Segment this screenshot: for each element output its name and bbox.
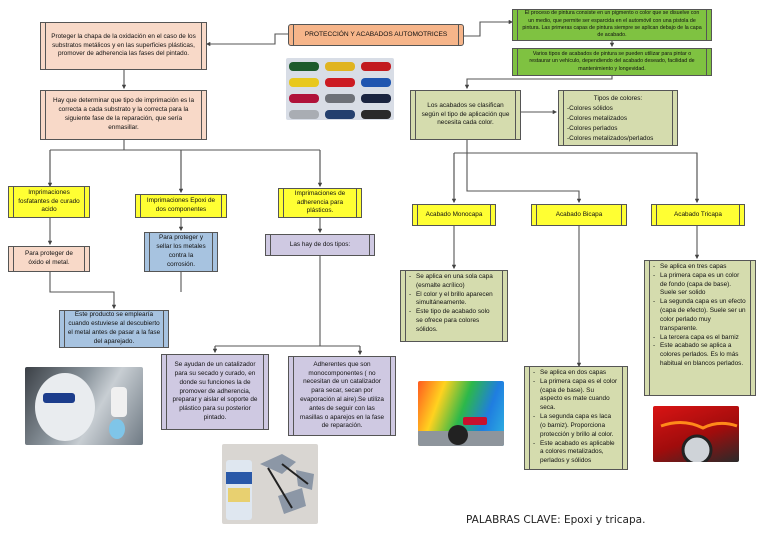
detail-point: Se aplica en dos capas <box>533 369 618 378</box>
detail-point: Este tipo de acabado solo se ofrece para… <box>409 308 498 334</box>
finish-bicoat-box: Acabado Bicapa <box>531 204 627 226</box>
detail-point: Se aplica en tres capas <box>653 263 746 272</box>
paint-process-box: El proceso de pintura consiste en un pig… <box>512 9 712 41</box>
primer-phosphating-note: Este producto se emplearía cuando estuvi… <box>59 310 169 348</box>
primer-epoxy-detail: Para proteger y sellar los metales contr… <box>144 232 218 272</box>
color-type-item: -Colores perlados <box>567 124 618 132</box>
primer-plastic-types-label: Las hay de dos tipos: <box>265 234 375 256</box>
multicolor-car-photo <box>418 381 504 446</box>
red-flame-car-photo <box>653 406 739 462</box>
primer-plastic-box: Imprimaciones de adherencia para plástic… <box>278 188 362 218</box>
keywords-label: PALABRAS CLAVE: Epoxi y tricapa. <box>466 514 646 526</box>
color-type-item: -Colores sólidos <box>567 104 613 112</box>
color-types-title: Tipos de colores: <box>593 95 643 102</box>
primer-choice-box: Hay que determinar que tipo de imprimaci… <box>40 90 207 140</box>
primer-phosphating-box: Imprimaciones fosfatantes de curado acid… <box>8 186 90 218</box>
detail-point: La segunda capa es laca (o barniz). Prop… <box>533 413 618 439</box>
color-type-item: -Colores metalizados/perlados <box>567 134 654 142</box>
detail-point: La segunda capa es un efecto (capa de ef… <box>653 298 746 333</box>
color-types-box: Tipos de colores: -Colores sólidos -Colo… <box>558 90 678 146</box>
plastic-type-catalyzed: Se ayudan de un catalizador para su seca… <box>161 354 269 430</box>
color-type-item: -Colores metalizados <box>567 114 628 122</box>
primer-phosphating-detail: Para proteger de óxido el metal. <box>8 246 90 272</box>
detail-point: El color y el brillo aparecen simultánea… <box>409 291 498 309</box>
detail-point: Este acabado es aplicable a colores meta… <box>533 440 618 466</box>
detail-point: La primera capa es el color (capa de bas… <box>533 378 618 413</box>
colored-cars-photo <box>286 58 394 120</box>
plastic-type-monocomponent: Adherentes que son monocomponentes ( no … <box>288 356 396 436</box>
bicoat-details: Se aplica en dos capas La primera capa e… <box>524 366 628 470</box>
finish-tricoat-box: Acabado Tricapa <box>651 204 745 226</box>
painter-spraying-photo <box>25 367 143 445</box>
monocoat-details: Se aplica en una sola capa (esmalte acrí… <box>400 270 508 342</box>
detail-point: Se aplica en una sola capa (esmalte acrí… <box>409 273 498 291</box>
detail-point: La primera capa es un color de fondo (ca… <box>653 272 746 298</box>
spray-can-plastic-parts-photo <box>222 444 318 524</box>
main-title-box: PROTECCIÓN Y ACABADOS AUTOMOTRICES <box>288 24 464 46</box>
detail-point: La tercera capa es el barniz <box>653 334 746 343</box>
detail-point: Este acabado se aplica a colores perlado… <box>653 342 746 368</box>
classification-box: Los acabados se clasifican según el tipo… <box>410 90 521 140</box>
primer-epoxy-box: Imprimaciones Epoxi de dos componentes <box>135 194 227 218</box>
purpose-box: Proteger la chapa de la oxidación en el … <box>40 22 207 70</box>
finish-monocoat-box: Acabado Monocapa <box>412 204 496 226</box>
tricoat-details: Se aplica en tres capas La primera capa … <box>644 260 756 396</box>
finish-types-intro-box: Varios tipos de acabados de pintura se p… <box>512 48 712 76</box>
